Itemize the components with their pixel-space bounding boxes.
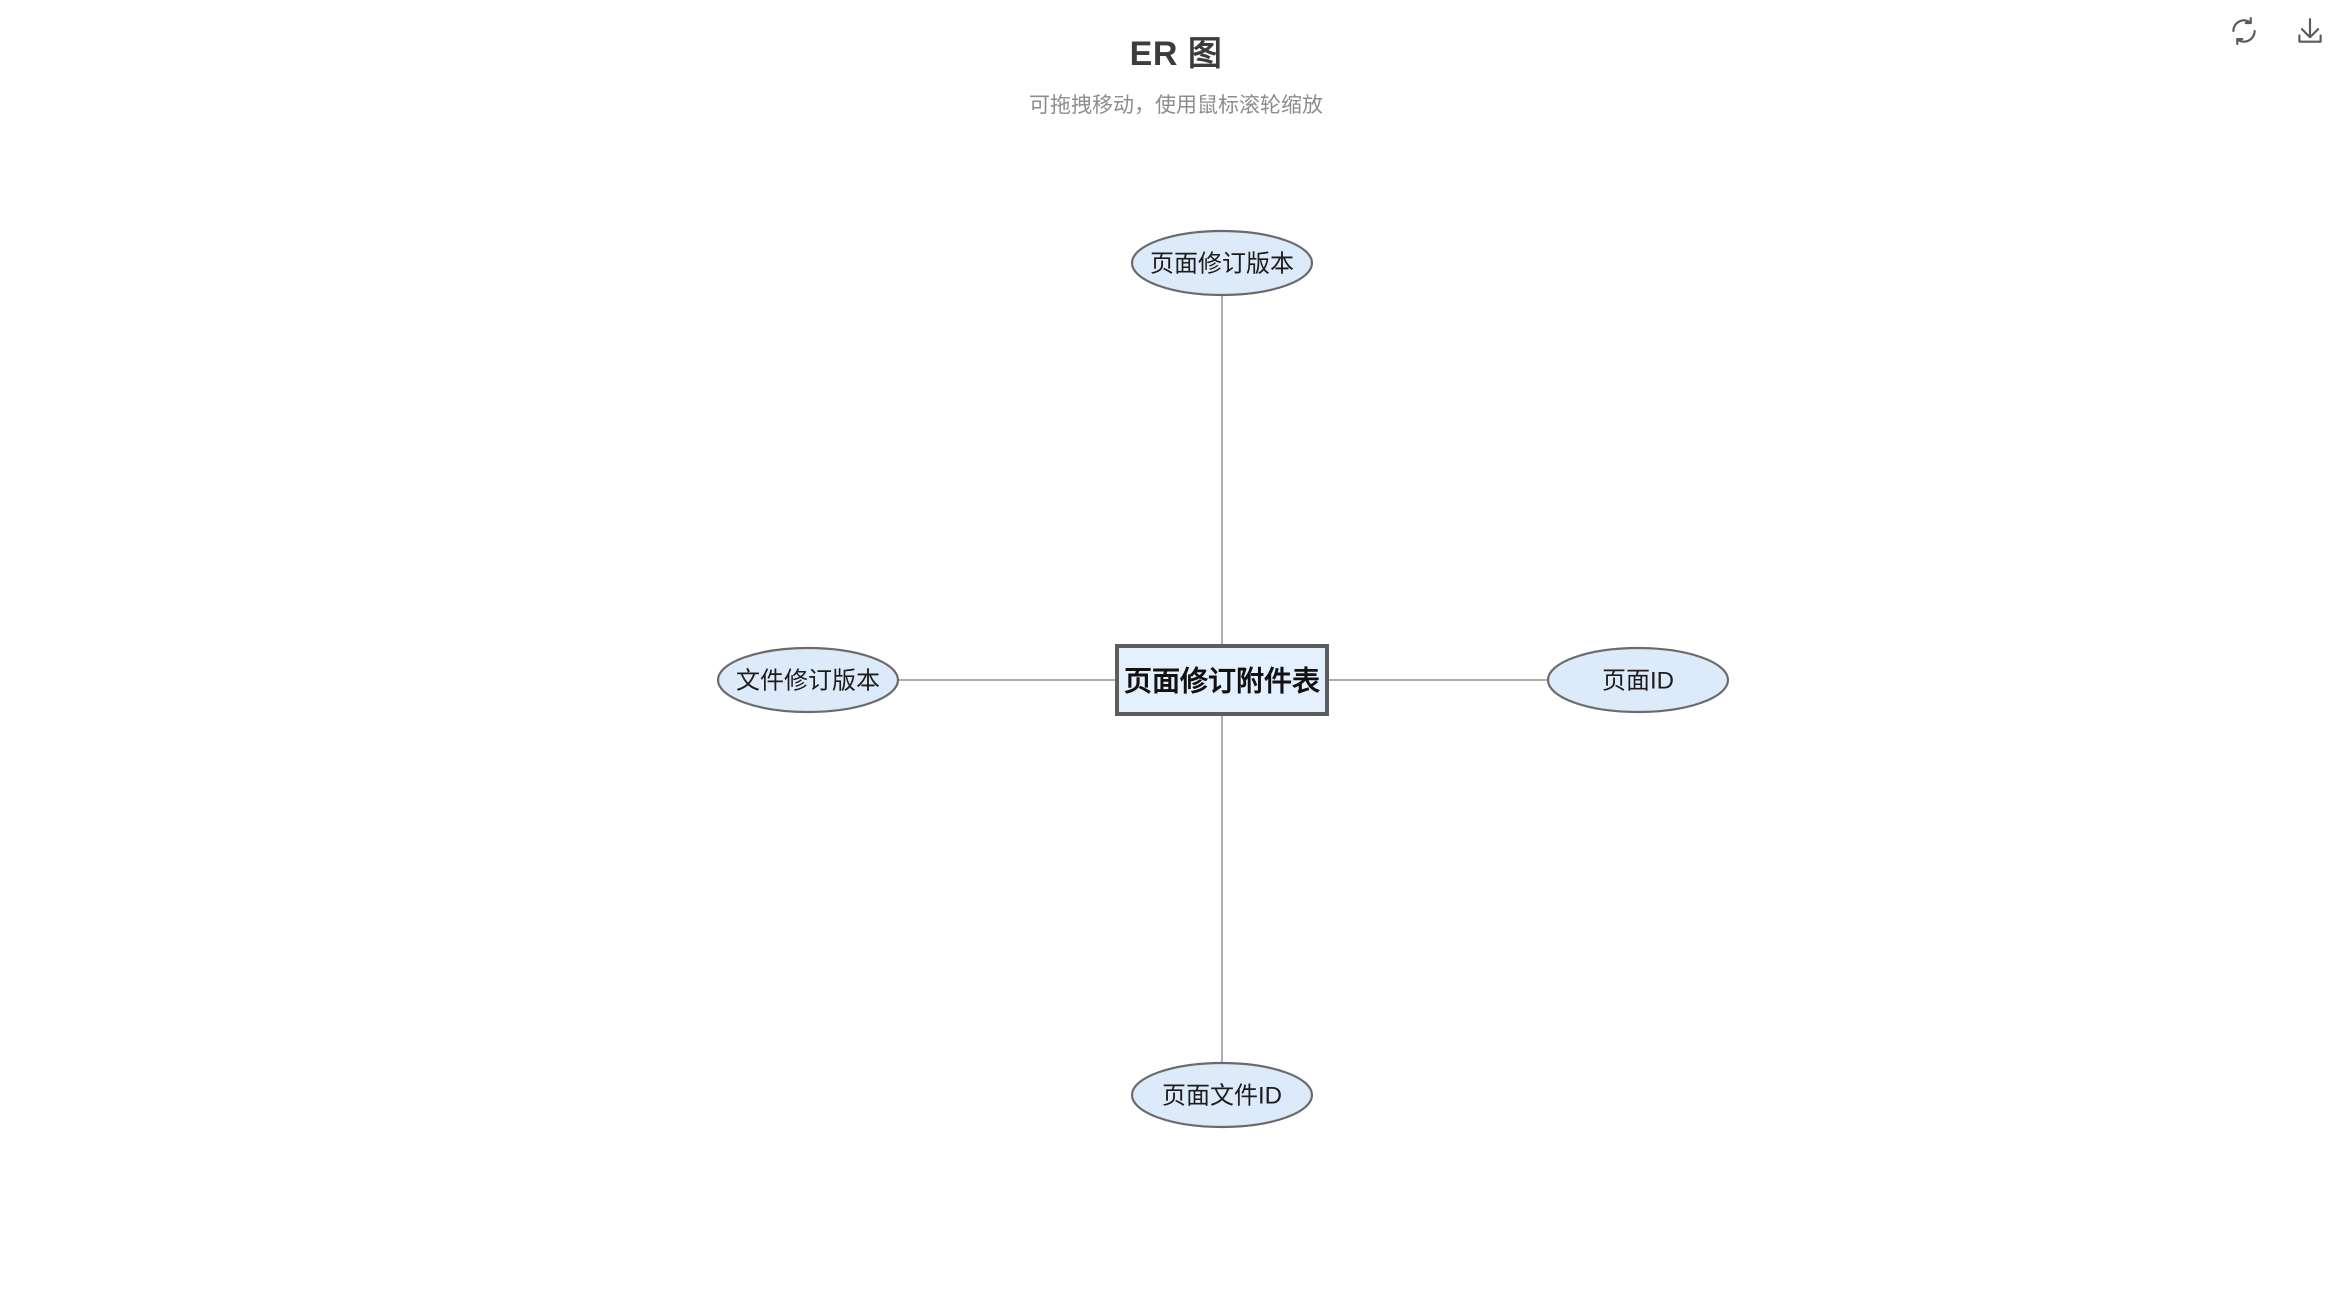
page-subtitle: 可拖拽移动，使用鼠标滚轮缩放 bbox=[1029, 93, 1323, 117]
entity-label-main: 页面修订附件表 bbox=[1124, 666, 1320, 697]
download-icon bbox=[2295, 16, 2325, 46]
reset-view-button[interactable] bbox=[2224, 11, 2264, 51]
attribute-ellipse-right[interactable] bbox=[1546, 646, 1730, 714]
attribute-ellipse-top[interactable] bbox=[1130, 229, 1314, 297]
download-button[interactable] bbox=[2290, 11, 2330, 51]
entity-rect-main[interactable] bbox=[1115, 644, 1329, 716]
page-title: ER 图 bbox=[1129, 35, 1223, 73]
page-header: ER 图 可拖拽移动，使用鼠标滚轮缩放 bbox=[0, 0, 2352, 118]
attribute-label-left: 文件修订版本 bbox=[736, 668, 880, 695]
attribute-label-top: 页面修订版本 bbox=[1150, 251, 1294, 278]
attribute-node-right[interactable]: 页面ID bbox=[1546, 646, 1730, 714]
attribute-label-right: 页面ID bbox=[1602, 668, 1674, 695]
refresh-icon bbox=[2229, 16, 2259, 46]
diagram-toolbar bbox=[2224, 0, 2352, 62]
attribute-node-left[interactable]: 文件修订版本 bbox=[716, 646, 900, 714]
attribute-ellipse-bottom[interactable] bbox=[1130, 1061, 1314, 1129]
entity-node-main[interactable]: 页面修订附件表 bbox=[1115, 644, 1329, 716]
attribute-node-bottom[interactable]: 页面文件ID bbox=[1130, 1061, 1314, 1129]
attribute-node-top[interactable]: 页面修订版本 bbox=[1130, 229, 1314, 297]
attribute-ellipse-left[interactable] bbox=[716, 646, 900, 714]
attribute-label-bottom: 页面文件ID bbox=[1162, 1083, 1282, 1110]
